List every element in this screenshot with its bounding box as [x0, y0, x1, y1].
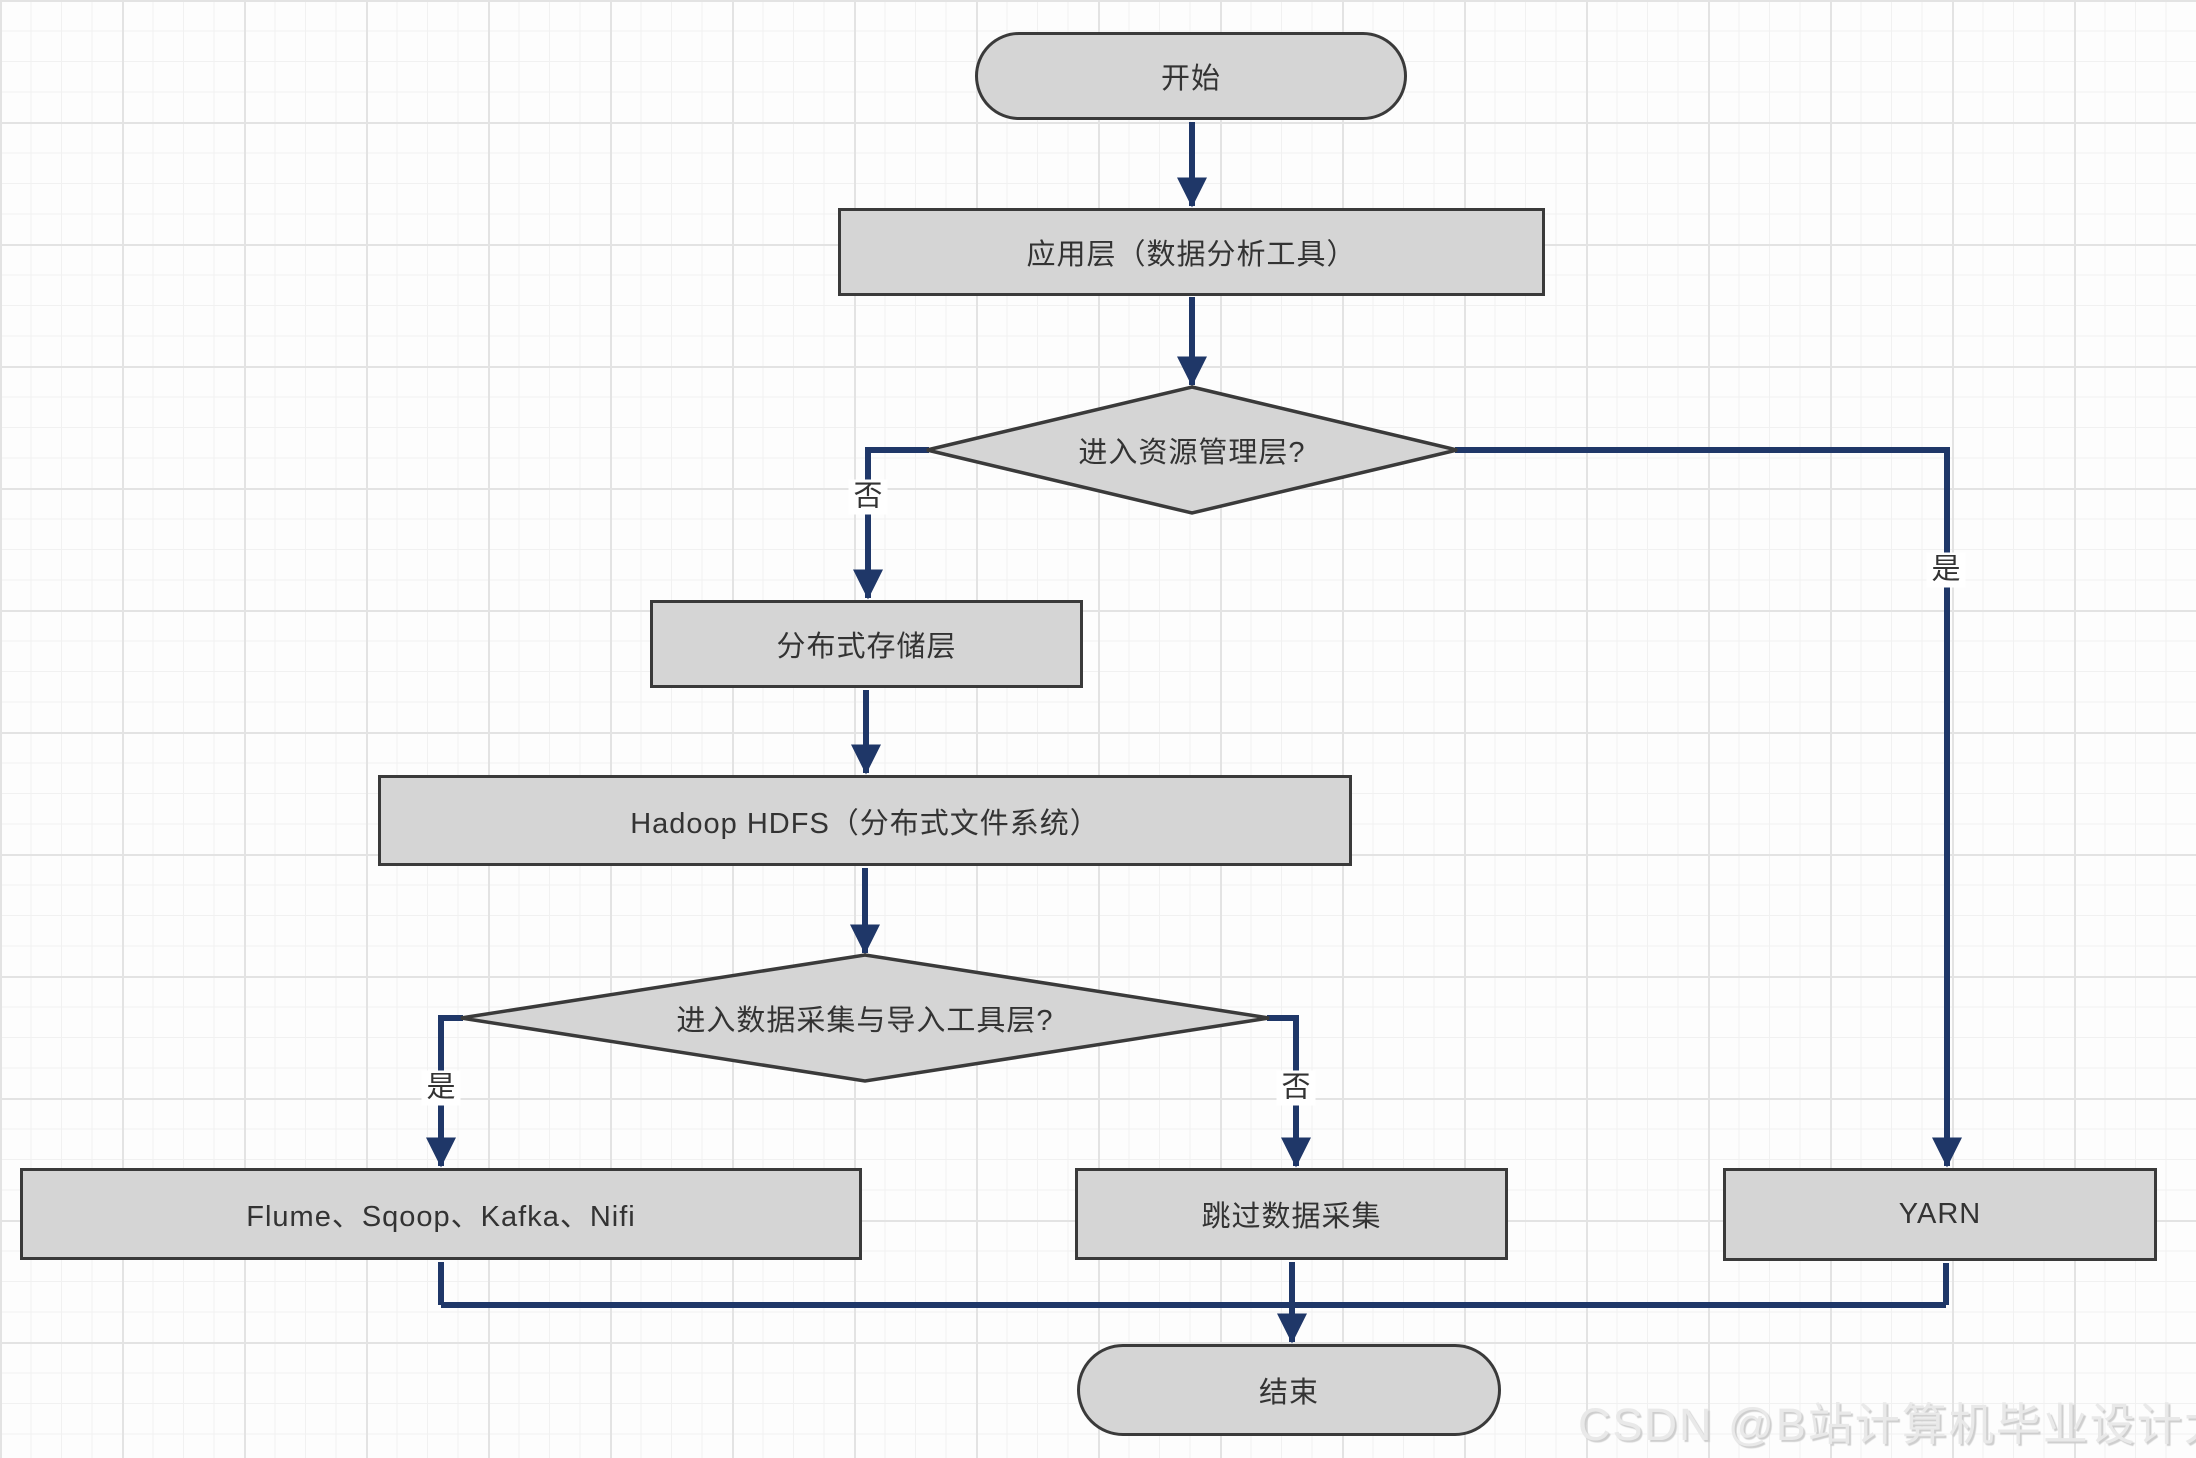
edge-decision-ingest-yes-to-tools	[426, 1015, 463, 1168]
edge-decision-ingest-no-to-skip	[1267, 1015, 1311, 1168]
storage-layer-node: 分布式存储层	[650, 600, 1083, 688]
csdn-watermark: CSDN @B站计算机毕业设计大学	[1578, 1399, 2196, 1450]
ingest-tools-node: Flume、Sqoop、Kafka、Nifi	[20, 1168, 862, 1260]
start-label: 开始	[1160, 63, 1221, 95]
end-node: 结束	[1077, 1344, 1501, 1436]
decision-ingest-shape	[460, 953, 1270, 1083]
decision-ingest-label: 进入数据采集与导入工具层?	[676, 1005, 1054, 1037]
edge-label-resource-yes: 是	[1926, 552, 1966, 588]
skip-ingest-label: 跳过数据采集	[1201, 1201, 1382, 1233]
hdfs-label: Hadoop HDFS（分布式文件系统）	[630, 807, 1100, 840]
edge-decision-resource-no-to-storage	[853, 447, 929, 600]
edge-decision-resource-yes-to-yarn	[1455, 447, 1962, 1168]
ingest-tools-label: Flume、Sqoop、Kafka、Nifi	[246, 1201, 636, 1233]
decision-resource-shape	[926, 385, 1458, 515]
storage-layer-label: 分布式存储层	[776, 631, 957, 663]
app-layer-node: 应用层（数据分析工具）	[838, 208, 1545, 296]
skip-ingest-node: 跳过数据采集	[1075, 1168, 1508, 1260]
start-node: 开始	[975, 32, 1407, 120]
edge-label-ingest-no: 否	[1276, 1070, 1316, 1106]
edge-label-resource-no: 否	[848, 479, 888, 515]
hdfs-node: Hadoop HDFS（分布式文件系统）	[378, 775, 1352, 866]
edge-label-ingest-yes: 是	[421, 1070, 461, 1106]
yarn-label: YARN	[1898, 1198, 1982, 1230]
app-layer-label: 应用层（数据分析工具）	[1026, 239, 1357, 271]
decision-resource-label: 进入资源管理层?	[1078, 437, 1306, 469]
yarn-node: YARN	[1723, 1168, 2157, 1261]
end-label: 结束	[1258, 1377, 1319, 1409]
